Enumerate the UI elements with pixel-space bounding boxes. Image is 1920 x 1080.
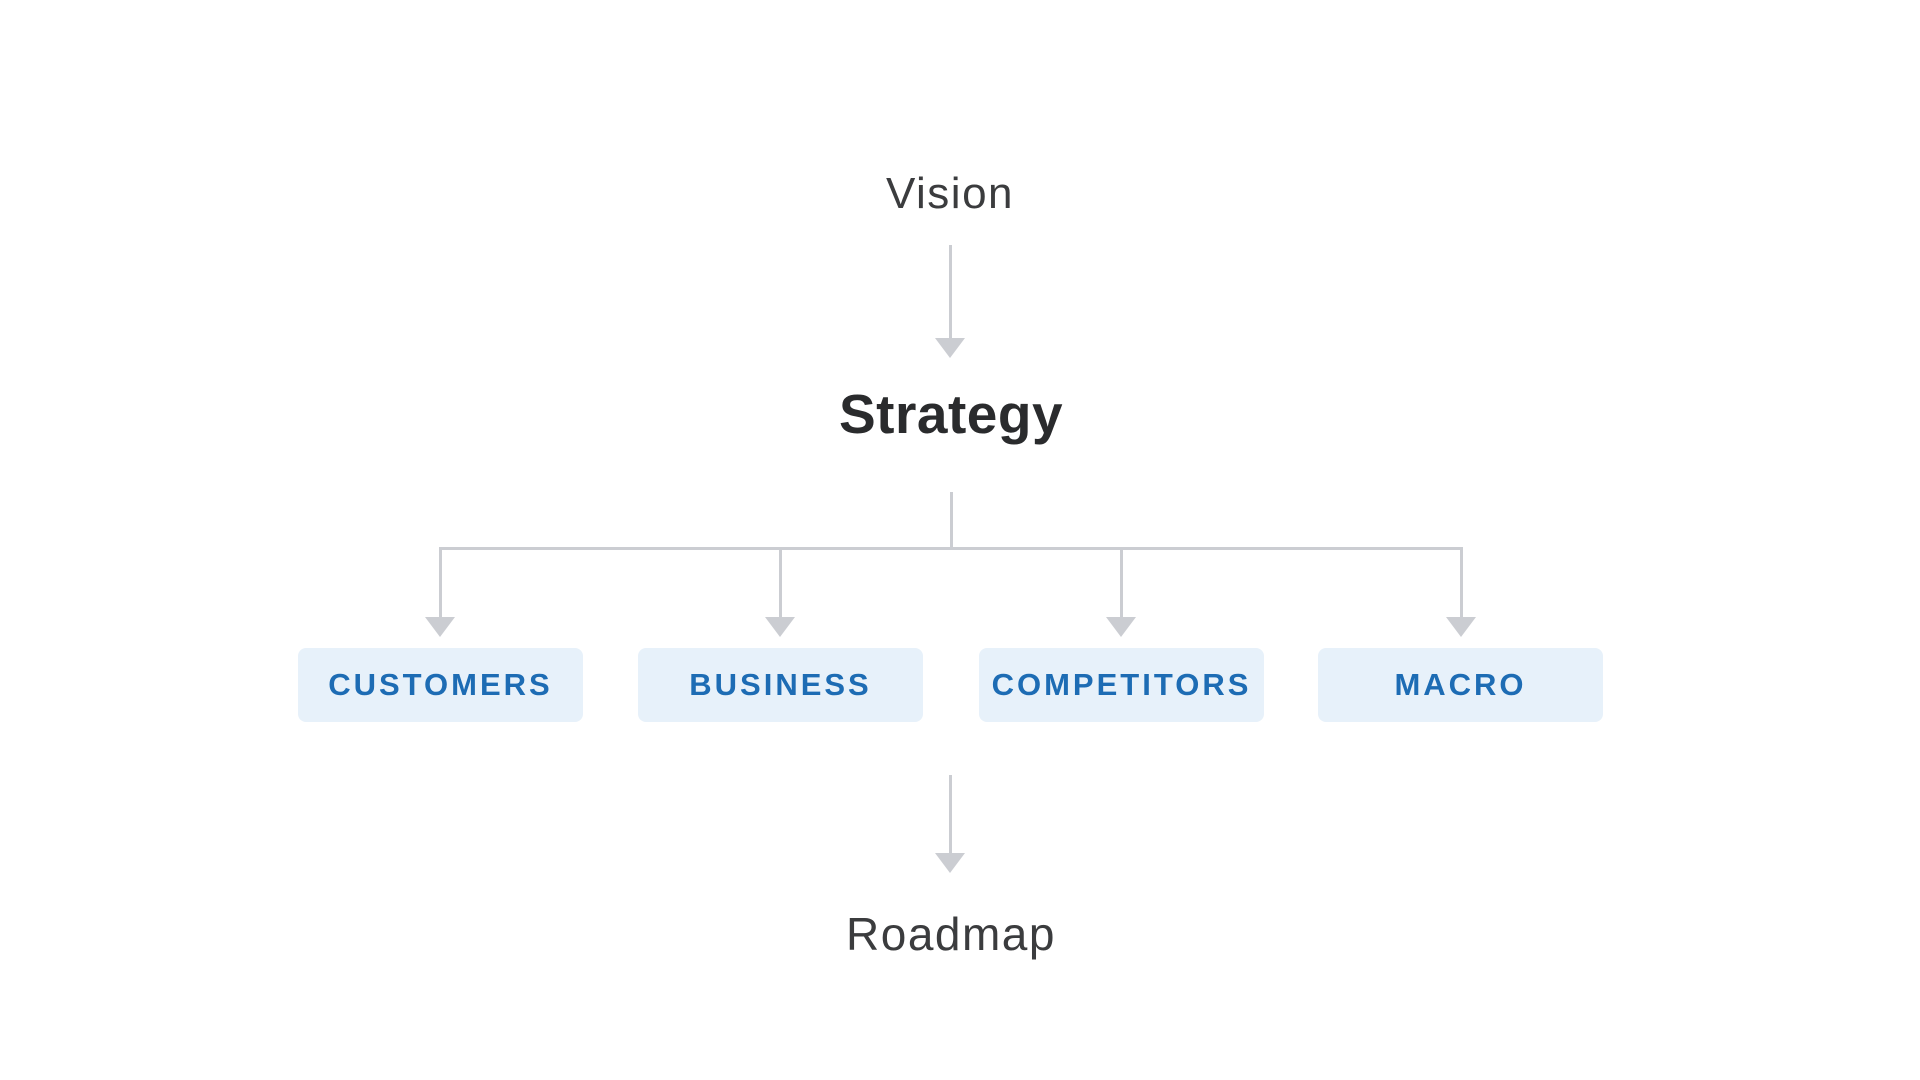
roadmap-node-label: Roadmap (846, 908, 1056, 960)
branch-box-competitors: COMPETITORS (979, 648, 1264, 722)
branch-box-business: BUSINESS (638, 648, 923, 722)
arrow-down-icon (425, 617, 455, 637)
branch-box-macro: MACRO (1318, 648, 1603, 722)
arrow-down-icon (1106, 617, 1136, 637)
connector-branch-macro-stem (1460, 547, 1463, 619)
arrow-down-icon (1446, 617, 1476, 637)
connector-branches-roadmap-stem (949, 775, 952, 855)
connector-vision-strategy-stem (949, 245, 952, 340)
arrow-down-icon (935, 853, 965, 873)
vision-node-label: Vision (885, 169, 1015, 218)
branch-bus-line (439, 547, 1463, 550)
connector-strategy-branches-stem (950, 492, 953, 548)
strategy-node-label: Strategy (838, 383, 1064, 445)
branch-box-customers: CUSTOMERS (298, 648, 583, 722)
connector-branch-business-stem (779, 547, 782, 619)
connector-branch-customers-stem (439, 547, 442, 619)
connector-branch-competitors-stem (1120, 547, 1123, 619)
arrow-down-icon (935, 338, 965, 358)
arrow-down-icon (765, 617, 795, 637)
